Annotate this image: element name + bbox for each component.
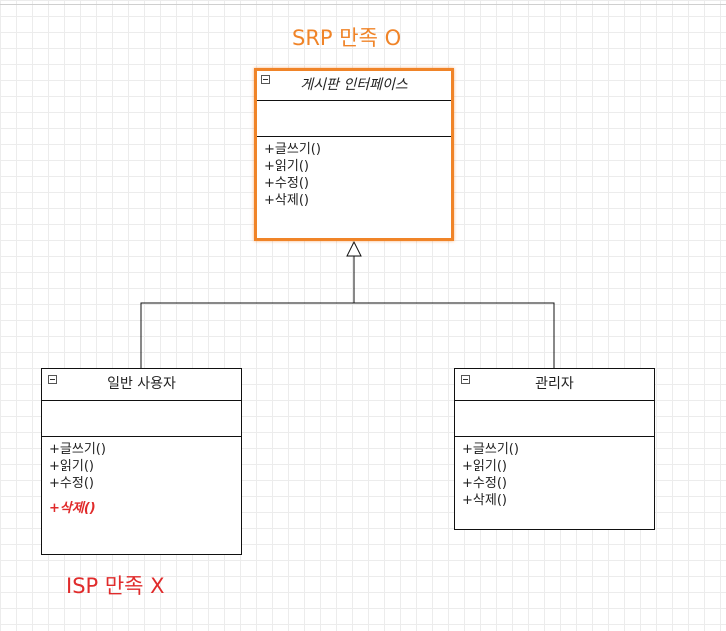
class-title: 일반 사용자 bbox=[107, 376, 176, 392]
class-header: 일반 사용자 bbox=[42, 369, 241, 401]
operation-edit: +수정() bbox=[49, 476, 94, 491]
admin-class-box[interactable]: 관리자 +글쓰기() +읽기() +수정() +삭제() bbox=[454, 368, 655, 530]
srp-caption: SRP 만족 O bbox=[292, 26, 402, 50]
class-header: 게시판 인터페이스 bbox=[257, 71, 451, 101]
operation-delete: +삭제() bbox=[264, 193, 309, 208]
collapse-icon[interactable] bbox=[48, 375, 57, 384]
operation-read: +읽기() bbox=[49, 459, 94, 474]
isp-caption: ISP 만족 X bbox=[66, 574, 165, 598]
realization-line bbox=[140, 256, 355, 368]
attributes-compartment bbox=[42, 401, 241, 437]
attributes-compartment bbox=[257, 101, 451, 137]
collapse-icon[interactable] bbox=[461, 375, 470, 384]
operation-write: +글쓰기() bbox=[264, 142, 321, 157]
class-title: 게시판 인터페이스 bbox=[300, 77, 408, 93]
interface-class-box[interactable]: 게시판 인터페이스 +글쓰기() +읽기() +수정() +삭제() bbox=[254, 68, 454, 241]
inheritance-arrowhead bbox=[346, 240, 362, 257]
operation-delete-highlighted: +삭제() bbox=[49, 501, 96, 516]
class-title: 관리자 bbox=[535, 376, 574, 392]
attributes-compartment bbox=[455, 401, 654, 437]
operation-write: +글쓰기() bbox=[462, 442, 519, 457]
realization-line bbox=[354, 302, 555, 368]
operation-read: +읽기() bbox=[462, 459, 507, 474]
operation-delete: +삭제() bbox=[462, 493, 507, 508]
operation-write: +글쓰기() bbox=[49, 442, 106, 457]
operation-read: +읽기() bbox=[264, 159, 309, 174]
class-header: 관리자 bbox=[455, 369, 654, 401]
operations-compartment: +글쓰기() +읽기() +수정() +삭제() bbox=[455, 437, 654, 509]
operations-compartment: +글쓰기() +읽기() +수정() +삭제() bbox=[257, 137, 451, 209]
canvas-top-border bbox=[0, 4, 726, 5]
operation-edit: +수정() bbox=[462, 476, 507, 491]
operation-edit: +수정() bbox=[264, 176, 309, 191]
collapse-icon[interactable] bbox=[261, 75, 270, 84]
user-class-box[interactable]: 일반 사용자 +글쓰기() +읽기() +수정() +삭제() bbox=[41, 368, 242, 555]
operations-compartment: +글쓰기() +읽기() +수정() +삭제() bbox=[42, 437, 241, 517]
